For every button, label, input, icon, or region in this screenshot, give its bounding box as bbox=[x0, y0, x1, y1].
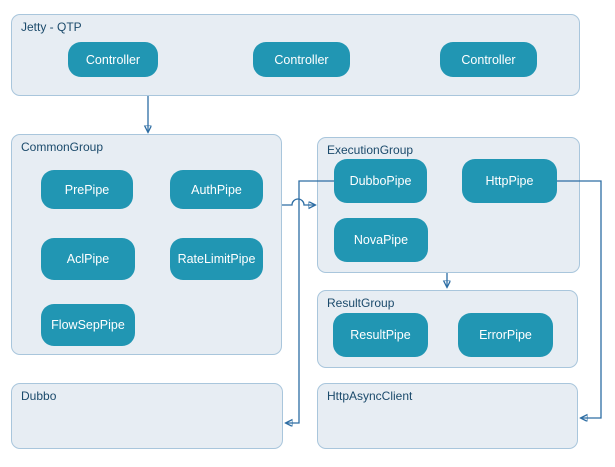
node-controller-3: Controller bbox=[440, 42, 537, 77]
node-dubbopipe: DubboPipe bbox=[334, 159, 427, 203]
group-httpasyncclient: HttpAsyncClient bbox=[317, 383, 578, 449]
node-controller-1-label: Controller bbox=[85, 52, 141, 67]
node-ratelimitpipe: RateLimitPipe bbox=[170, 238, 263, 280]
node-resultpipe: ResultPipe bbox=[333, 313, 428, 357]
node-flowseppipe: FlowSepPipe bbox=[41, 304, 135, 346]
group-httpasyncclient-label: HttpAsyncClient bbox=[327, 389, 413, 403]
node-ratelimitpipe-label: RateLimitPipe bbox=[177, 252, 256, 266]
group-dubbo: Dubbo bbox=[11, 383, 283, 449]
node-httppipe-label: HttpPipe bbox=[485, 174, 534, 188]
node-controller-2: Controller bbox=[253, 42, 350, 77]
connector-commongroup-to-executiongroup bbox=[282, 198, 315, 205]
group-resultgroup-label: ResultGroup bbox=[327, 296, 395, 310]
node-authpipe-label: AuthPipe bbox=[191, 182, 242, 197]
node-prepipe-label: PrePipe bbox=[64, 182, 110, 197]
node-aclpipe-label: AclPipe bbox=[66, 252, 110, 266]
node-novapipe-label: NovaPipe bbox=[353, 233, 409, 247]
node-resultpipe-label: ResultPipe bbox=[350, 328, 411, 342]
node-authpipe: AuthPipe bbox=[170, 170, 263, 209]
node-httppipe: HttpPipe bbox=[462, 159, 557, 203]
group-executiongroup-label: ExecutionGroup bbox=[327, 143, 414, 157]
node-novapipe: NovaPipe bbox=[334, 218, 428, 262]
node-aclpipe: AclPipe bbox=[41, 238, 135, 280]
node-controller-1: Controller bbox=[68, 42, 158, 77]
node-controller-3-label: Controller bbox=[461, 52, 516, 67]
group-jetty-qtp-label: Jetty - QTP bbox=[21, 20, 82, 34]
node-dubbopipe-label: DubboPipe bbox=[349, 174, 412, 188]
node-prepipe: PrePipe bbox=[41, 170, 133, 209]
node-controller-2-label: Controller bbox=[274, 52, 329, 67]
node-flowseppipe-label: FlowSepPipe bbox=[51, 318, 125, 332]
group-commongroup-label: CommonGroup bbox=[21, 140, 104, 154]
node-errorpipe: ErrorPipe bbox=[458, 313, 553, 357]
node-errorpipe-label: ErrorPipe bbox=[479, 328, 532, 342]
group-dubbo-label: Dubbo bbox=[21, 389, 57, 403]
